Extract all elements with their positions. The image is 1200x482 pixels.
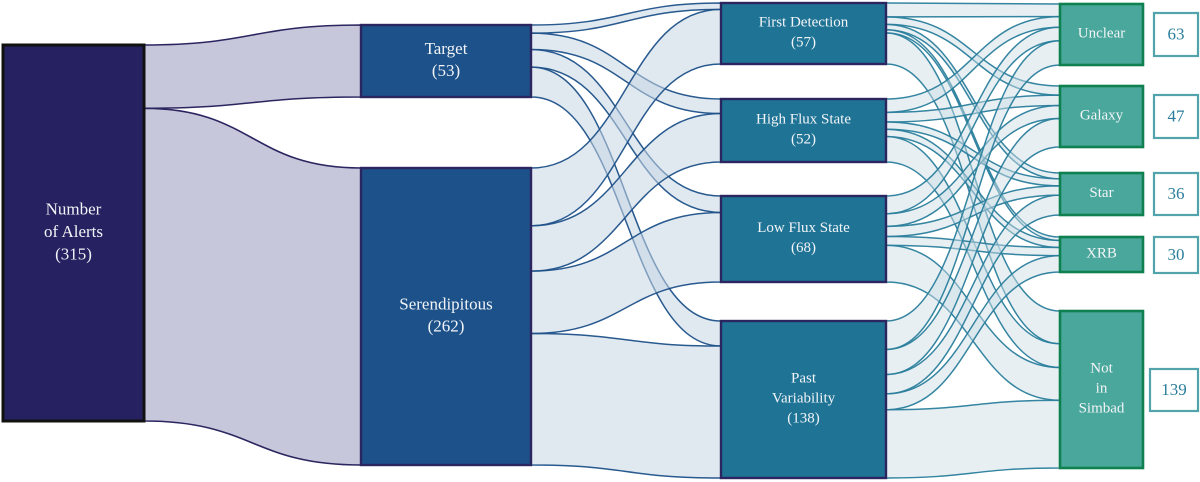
count-label-not_in_simbad: 139 [1161, 380, 1187, 399]
sankey-node-high_flux[interactable] [719, 97, 888, 164]
sankey-node-alerts[interactable] [1, 43, 146, 423]
count-label-galaxy: 47 [1168, 106, 1186, 125]
sankey-node-label-first_detection: First Detection(57) [759, 15, 849, 51]
sankey-node-label-galaxy: Galaxy [1080, 108, 1124, 124]
counts-layer: 63 47 36 30 139 [1148, 11, 1200, 413]
count-label-xrb: 30 [1168, 245, 1185, 264]
sankey-node-low_flux[interactable] [719, 194, 888, 284]
count-label-star: 36 [1168, 184, 1185, 203]
sankey-node-past_variability[interactable] [719, 319, 888, 480]
sankey-node-unclear[interactable] [1058, 2, 1145, 67]
count-label-unclear: 63 [1168, 24, 1185, 43]
sankey-link [885, 2, 1061, 18]
sankey-link [143, 24, 362, 110]
sankey-node-label-low_flux: Low Flux State(68) [757, 221, 850, 257]
sankey-node-label-xrb: XRB [1086, 246, 1117, 262]
count-box-galaxy [1152, 93, 1200, 140]
sankey-link [885, 399, 1061, 479]
sankey-node-first_detection[interactable] [719, 1, 888, 66]
sankey-node-label-unclear: Unclear [1078, 26, 1125, 42]
sankey-link [530, 332, 722, 479]
sankey-node-label-high_flux: High Flux State(52) [756, 112, 851, 148]
sankey-link [143, 107, 362, 466]
sankey-node-serendipitous[interactable] [359, 166, 533, 467]
count-box-unclear [1152, 11, 1200, 58]
sankey-node-label-target: Target(53) [425, 39, 468, 80]
count-box-not_in_simbad [1148, 367, 1200, 413]
sankey-node-galaxy[interactable] [1058, 84, 1145, 149]
sankey-node-star[interactable] [1058, 171, 1145, 217]
sankey-node-label-star: Star [1089, 185, 1113, 201]
sankey-node-target[interactable] [359, 23, 533, 99]
sankey-node-label-serendipitous: Serendipitous(262) [399, 294, 493, 335]
sankey-node-not_in_simbad[interactable] [1058, 309, 1145, 470]
sankey-node-xrb[interactable] [1058, 235, 1145, 274]
count-box-star [1152, 171, 1200, 217]
links-layer [143, 2, 1061, 479]
count-box-xrb [1152, 235, 1200, 275]
